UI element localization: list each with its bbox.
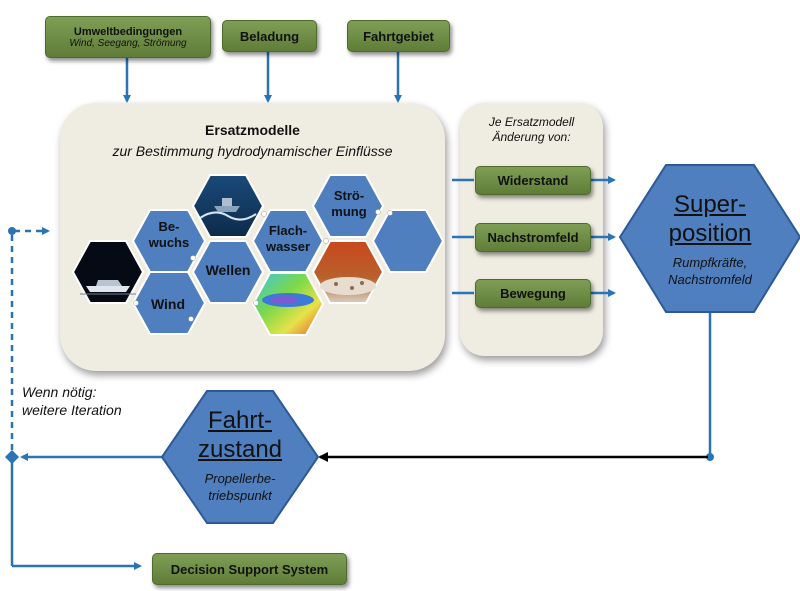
superposition-hexagon [618,164,800,313]
fahrtzustand-sub-2: triebspunkt [208,488,272,503]
hex-bewuchs [131,209,207,273]
changes-title: Je Ersatzmodell Änderung von: [460,115,603,145]
iteration-line-1: Wenn nötig: [22,384,97,400]
iteration-line-2: weitere Iteration [22,402,122,418]
fahrtzustand-title-1: Fahrt- [207,407,272,434]
fahrtgebiet-box: Fahrtgebiet [347,20,450,52]
superposition-sub: Rumpfkräfte, Nachstromfeld [630,254,790,288]
umwelt-sub: Wind, Seegang, Strömung [69,37,187,49]
fahrtzustand-title-2: zustand [197,436,283,463]
fahrtzustand-sub: Propellerbe- triebspunkt [170,470,310,504]
changes-title-1: Je Ersatzmodell [488,115,575,129]
hex-label-wellen: Wellen [205,262,251,278]
hex-label-bewuchs-1: Be- [158,219,180,234]
beladung-box: Beladung [222,20,317,52]
superposition-title-2: position [668,220,752,247]
nachstromfeld-label: Nachstromfeld [487,230,579,245]
fahrtzustand-hexagon [160,390,320,524]
widerstand-box: Widerstand [475,166,591,195]
beladung-label: Beladung [239,28,300,44]
hex-label-wind: Wind [150,296,186,312]
waves-image-detail [199,198,257,221]
hex-label-flachwasser: Flach- wasser [256,223,320,255]
hex-label-bewuchs-2: wuchs [148,235,190,250]
changes-title-2: Änderung von: [492,130,571,144]
umwelt-box: Umweltbedingungen Wind, Seegang, Strömun… [45,16,211,58]
umwelt-title: Umweltbedingungen [73,25,183,38]
node-diamond [5,450,19,464]
ersatz-subtitle: zur Bestimmung hydrodynamischer Einflüss… [112,143,393,159]
superposition-title-1: Super- [673,191,747,218]
hex-flachwasser [251,209,325,273]
hex-empty [371,209,445,273]
decision-support-label: Decision Support System [170,561,329,577]
bewegung-label: Bewegung [500,286,566,301]
ship-image-detail [80,280,136,295]
hex-cluster [71,174,445,336]
ersatz-title: Ersatzmodelle [205,122,300,138]
hex-label-stroem-2: mung [331,204,367,219]
hex-label-flach-2: wasser [265,239,311,254]
nachstromfeld-box: Nachstromfeld [475,223,591,252]
hex-dots [133,209,393,322]
hex-wellen [191,240,265,304]
widerstand-label: Widerstand [497,173,569,188]
hex-stroemung [311,174,385,238]
hex-label-flach-1: Flach- [268,223,308,238]
node-super [706,453,714,461]
fahrtgebiet-label: Fahrtgebiet [363,28,434,44]
fouling-image-detail [320,277,376,295]
fahrtzustand-title: Fahrt- zustand [170,406,310,464]
hex-label-stroemung: Strö- mung [318,188,380,220]
cfd-image-detail [262,293,314,307]
hex-label-stroem-1: Strö- [333,188,365,203]
decision-support-box: Decision Support System [152,553,347,585]
superposition-sub-1: Rumpfkräfte, [672,255,748,270]
superposition-sub-2: Nachstromfeld [668,272,752,287]
node-iteration-top [8,227,16,235]
iteration-label: Wenn nötig: weitere Iteration [22,383,162,419]
fahrtzustand-sub-1: Propellerbe- [204,471,276,486]
hex-label-bewuchs: Be- wuchs [140,219,198,251]
bewegung-box: Bewegung [475,279,591,308]
superposition-title: Super- position [630,190,790,248]
